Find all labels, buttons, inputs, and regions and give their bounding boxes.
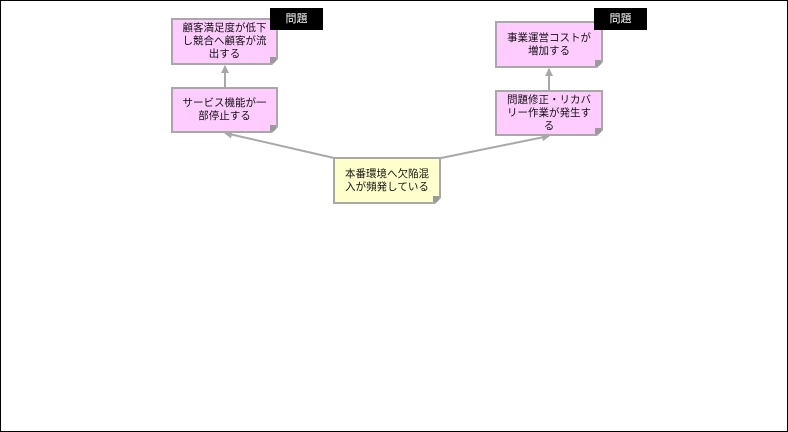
node-left-top-label: 顧客満足度が低下 し競合へ顧客が流 出する bbox=[182, 22, 267, 60]
node-right-mid-label: 問題修正・リカバ リー作業が発生す る bbox=[507, 93, 591, 132]
node-left-mid[interactable]: サービス機能が一 部停止する bbox=[171, 87, 278, 133]
note-fold-corner bbox=[595, 60, 601, 66]
badge-left-problem: 問題 bbox=[270, 8, 323, 30]
node-root-label: 本番環境へ欠陥混 入が頻発している bbox=[345, 167, 429, 193]
badge-right-problem: 問題 bbox=[594, 8, 647, 30]
edge-root-to-right-mid bbox=[440, 133, 550, 159]
note-fold-corner bbox=[595, 128, 601, 134]
node-right-mid[interactable]: 問題修正・リカバ リー作業が発生す る bbox=[495, 90, 603, 136]
node-left-top[interactable]: 顧客満足度が低下 し競合へ顧客が流 出する bbox=[171, 18, 278, 65]
edge-root-to-left-mid bbox=[224, 130, 335, 159]
node-root[interactable]: 本番環境へ欠陥混 入が頻発している bbox=[333, 157, 441, 204]
note-fold-corner bbox=[270, 125, 276, 131]
node-right-top-label: 事業運営コストが 増加する bbox=[507, 31, 591, 57]
note-fold-corner bbox=[270, 57, 276, 63]
node-left-mid-label: サービス機能が一 部停止する bbox=[182, 97, 267, 122]
note-fold-corner bbox=[433, 196, 439, 202]
node-right-top[interactable]: 事業運営コストが 増加する bbox=[495, 21, 603, 68]
